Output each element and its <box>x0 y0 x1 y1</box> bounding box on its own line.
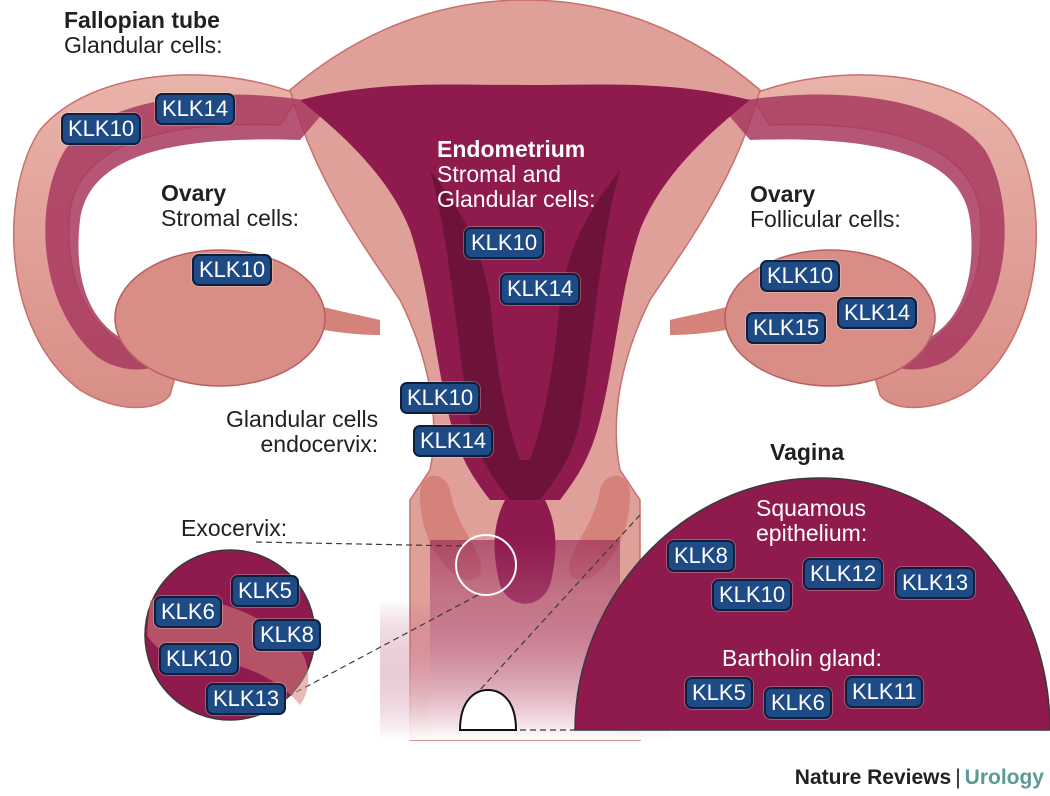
tag-klk10-endocervix: KLK10 <box>400 382 481 414</box>
ovary-left-title: Ovary <box>161 180 227 206</box>
exocervix-marker-circle <box>455 534 517 596</box>
endocervix-label: Glandular cells endocervix: <box>226 407 378 457</box>
credit-separator: | <box>955 766 961 789</box>
endocervix-line1: Glandular cells <box>226 406 379 432</box>
ovary-left-label: Ovary Stromal cells: <box>161 181 299 231</box>
tag-klk10-squamous: KLK10 <box>712 579 793 611</box>
tag-klk10-ovary-right: KLK10 <box>760 260 841 292</box>
vagina-zoom-line-top <box>467 514 641 704</box>
tag-klk10-ovary-left: KLK10 <box>192 254 273 286</box>
tag-klk8-squamous: KLK8 <box>667 540 735 572</box>
tag-klk10-exocervix: KLK10 <box>159 643 240 675</box>
tag-klk10-endometrium: KLK10 <box>464 227 545 259</box>
fallopian-tube-label: Fallopian tube Glandular cells: <box>64 8 223 58</box>
squamous-line2: epithelium: <box>756 520 868 546</box>
tag-klk14-tube: KLK14 <box>155 93 236 125</box>
tag-klk10-tube: KLK10 <box>61 113 142 145</box>
vagina-label: Vagina <box>770 440 844 465</box>
endometrium-line1: Stromal and <box>437 161 562 187</box>
tag-klk8-exocervix: KLK8 <box>253 619 321 651</box>
ovary-left-shape <box>114 249 326 387</box>
squamous-line1: Squamous <box>756 495 866 521</box>
tag-klk14-endometrium: KLK14 <box>500 273 581 305</box>
fallopian-tube-subtitle: Glandular cells: <box>64 32 223 58</box>
endometrium-line2: Glandular cells: <box>437 186 596 212</box>
tag-klk15-ovary-right: KLK15 <box>746 312 827 344</box>
exocervix-zoom-line-top <box>254 541 463 547</box>
bartholin-label: Bartholin gland: <box>722 645 882 671</box>
vagina-title: Vagina <box>770 439 845 465</box>
ovary-right-title: Ovary <box>750 181 816 207</box>
tag-klk13-exocervix: KLK13 <box>206 683 287 715</box>
credit-publisher: Nature Reviews <box>794 766 952 789</box>
ovary-right-subtitle: Follicular cells: <box>750 206 901 232</box>
tag-klk14-endocervix: KLK14 <box>413 425 494 457</box>
tag-klk6-exocervix: KLK6 <box>154 596 222 628</box>
tag-klk6-bartholin: KLK6 <box>764 687 832 719</box>
tag-klk11-bartholin: KLK11 <box>845 676 924 708</box>
tag-klk5-exocervix: KLK5 <box>231 575 299 607</box>
ovary-right-label: Ovary Follicular cells: <box>750 182 901 232</box>
tag-klk14-ovary-right: KLK14 <box>837 297 918 329</box>
tag-klk13-squamous: KLK13 <box>895 567 976 599</box>
ovary-left-subtitle: Stromal cells: <box>161 205 300 231</box>
left-tube-lumen <box>45 94 330 370</box>
right-tube-lumen <box>720 94 1005 370</box>
tag-klk5-bartholin: KLK5 <box>685 677 753 709</box>
endometrium-label: Endometrium Stromal and Glandular cells: <box>437 137 596 212</box>
journal-credit: Nature Reviews|Urology <box>795 766 1044 790</box>
tag-klk12-squamous: KLK12 <box>803 558 884 590</box>
exocervix-label: Exocervix: <box>181 515 288 541</box>
endometrium-title: Endometrium <box>437 136 586 162</box>
fallopian-tube-title: Fallopian tube <box>64 7 220 33</box>
squamous-label: Squamous epithelium: <box>756 496 867 546</box>
vaginal-opening-marker <box>458 688 518 731</box>
endocervix-line2: endocervix: <box>260 431 379 457</box>
credit-journal: Urology <box>964 766 1044 789</box>
